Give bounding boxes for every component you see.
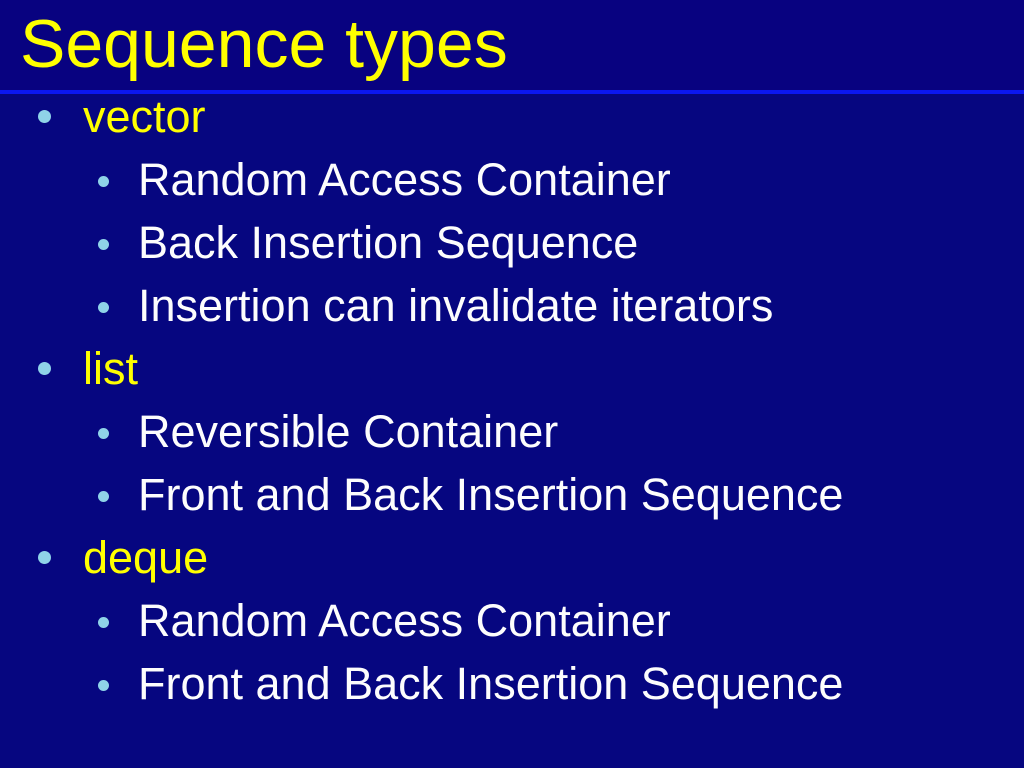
list-item-label: Insertion can invalidate iterators bbox=[138, 280, 774, 331]
list-item: Insertion can invalidate iterators bbox=[0, 283, 1024, 346]
round-bullet-icon bbox=[38, 362, 51, 375]
round-bullet-icon bbox=[98, 176, 109, 187]
round-bullet-icon bbox=[38, 551, 51, 564]
round-bullet-icon bbox=[98, 428, 109, 439]
round-bullet-icon bbox=[98, 302, 109, 313]
list-item: Front and Back Insertion Sequence bbox=[0, 661, 1024, 724]
round-bullet-icon bbox=[38, 110, 51, 123]
list-item-label: list bbox=[83, 343, 138, 394]
slide-title-area: Sequence types bbox=[0, 0, 1024, 90]
round-bullet-icon bbox=[98, 491, 109, 502]
list-item: Reversible Container bbox=[0, 409, 1024, 472]
list-item-label: Front and Back Insertion Sequence bbox=[138, 658, 844, 709]
round-bullet-icon bbox=[98, 680, 109, 691]
page-title: Sequence types bbox=[20, 6, 508, 82]
round-bullet-icon bbox=[98, 239, 109, 250]
list-item-label: Reversible Container bbox=[138, 406, 559, 457]
list-item: list bbox=[0, 346, 1024, 409]
list-item-label: Random Access Container bbox=[138, 595, 671, 646]
list-item: vector bbox=[0, 94, 1024, 157]
list-item-label: Random Access Container bbox=[138, 154, 671, 205]
title-divider-rule bbox=[0, 90, 1024, 94]
list-item: Random Access Container bbox=[0, 598, 1024, 661]
list-item-label: vector bbox=[83, 91, 206, 142]
list-item-label: Front and Back Insertion Sequence bbox=[138, 469, 844, 520]
list-item-label: deque bbox=[83, 532, 209, 583]
list-item: Back Insertion Sequence bbox=[0, 220, 1024, 283]
list-item: Front and Back Insertion Sequence bbox=[0, 472, 1024, 535]
round-bullet-icon bbox=[98, 617, 109, 628]
list-item: deque bbox=[0, 535, 1024, 598]
list-item: Random Access Container bbox=[0, 157, 1024, 220]
list-item-label: Back Insertion Sequence bbox=[138, 217, 639, 268]
